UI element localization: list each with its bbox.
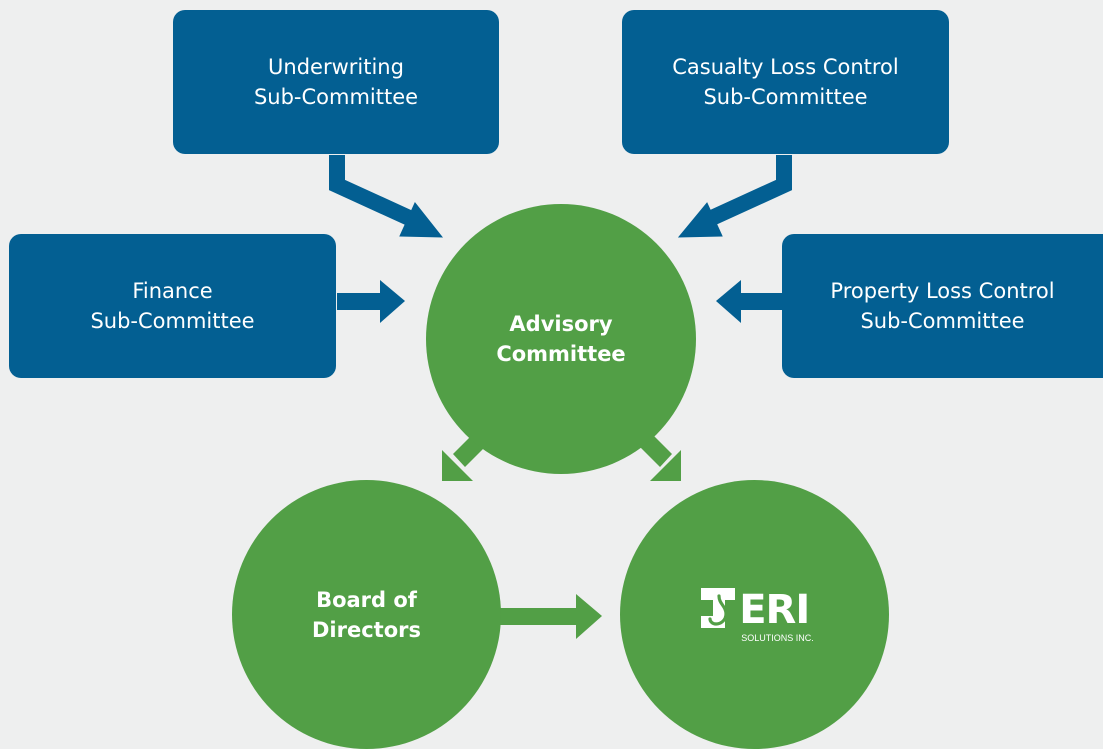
finance-line2: Sub-Committee xyxy=(90,309,255,333)
arrow-underwriting-to-advisory xyxy=(329,155,444,238)
underwriting-subcommittee-box: Underwriting Sub-Committee xyxy=(173,10,499,154)
finance-line1: Finance xyxy=(132,279,213,303)
casualty-line2: Sub-Committee xyxy=(703,85,868,109)
arrow-board-to-eri xyxy=(492,594,602,639)
board-line1: Board of xyxy=(316,587,417,612)
arrow-property-to-advisory xyxy=(716,280,783,323)
eri-logo-mark-icon xyxy=(701,588,736,628)
advisory-line2: Committee xyxy=(496,342,626,366)
advisory-line1: Advisory xyxy=(509,312,613,336)
arrow-casualty-to-advisory xyxy=(677,155,792,238)
eri-solutions-circle: ERI SOLUTIONS INC. xyxy=(620,480,889,749)
board-line2: Directors xyxy=(312,617,421,642)
property-line2: Sub-Committee xyxy=(860,309,1025,333)
underwriting-line2: Sub-Committee xyxy=(253,85,419,109)
eri-wordmark: ERI xyxy=(739,587,810,633)
eri-logo: ERI SOLUTIONS INC. xyxy=(695,586,814,643)
casualty-subcommittee-box: Casualty Loss Control Sub-Committee xyxy=(622,10,949,154)
property-subcommittee-box: Property Loss Control Sub-Committee xyxy=(782,234,1103,378)
eri-tagline: SOLUTIONS INC. xyxy=(741,633,814,643)
casualty-line1: Casualty Loss Control xyxy=(672,55,899,79)
arrow-finance-to-advisory xyxy=(337,280,405,323)
advisory-committee-circle: Advisory Committee xyxy=(426,204,696,474)
property-line1: Property Loss Control xyxy=(830,279,1055,303)
underwriting-line1: Underwriting xyxy=(268,55,404,79)
board-of-directors-circle: Board of Directors xyxy=(232,480,501,749)
finance-subcommittee-box: Finance Sub-Committee xyxy=(9,234,336,378)
